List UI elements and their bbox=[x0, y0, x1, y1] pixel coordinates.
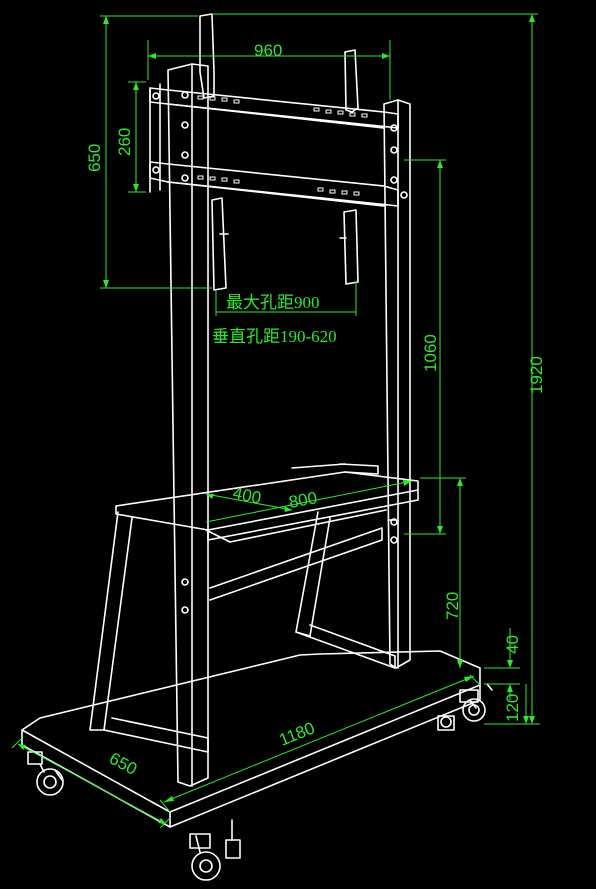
caster-back-right bbox=[459, 683, 493, 722]
dimension-lines bbox=[11, 13, 540, 829]
right-upright bbox=[383, 99, 411, 669]
left-upright bbox=[167, 63, 209, 787]
caster-back-left bbox=[437, 715, 455, 731]
mount-rails bbox=[149, 83, 399, 207]
label-base-width: 1180 bbox=[276, 718, 317, 749]
label-base-thickness: 40 bbox=[503, 635, 522, 654]
label-shelf-depth: 400 bbox=[231, 483, 263, 507]
label-plate-height: 260 bbox=[115, 128, 134, 156]
label-max-hole-spacing: 最大孔距900 bbox=[226, 293, 320, 312]
label-mount-height: 650 bbox=[85, 144, 104, 172]
base-plate bbox=[21, 650, 481, 828]
label-vertical-hole-spacing: 垂直孔距190-620 bbox=[212, 327, 337, 346]
label-mount-width: 960 bbox=[254, 41, 282, 60]
label-base-depth: 650 bbox=[106, 749, 140, 779]
caster-front-right bbox=[189, 819, 241, 881]
stand-structure bbox=[21, 13, 493, 881]
label-total-height: 1920 bbox=[527, 356, 546, 394]
label-shelf-height: 720 bbox=[443, 592, 462, 620]
label-shelf-upper-height: 1060 bbox=[421, 334, 440, 372]
label-caster-height: 120 bbox=[503, 694, 522, 722]
label-shelf-width: 800 bbox=[287, 488, 318, 512]
lower-frame bbox=[89, 511, 396, 753]
caster-front-left bbox=[27, 751, 64, 796]
shelf bbox=[115, 463, 419, 543]
